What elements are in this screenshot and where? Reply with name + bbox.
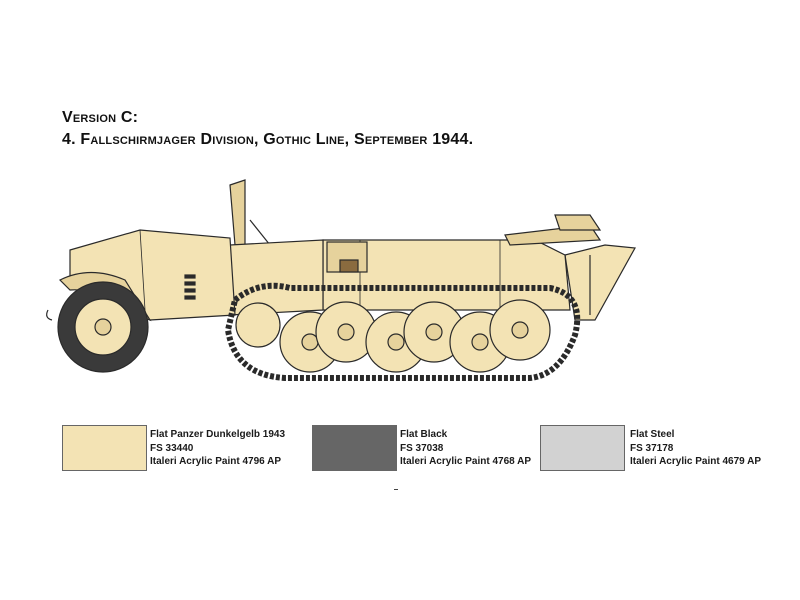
paint-acrylic-code: Italeri Acrylic Paint 4679 AP	[630, 456, 761, 467]
paint-name: Flat Steel	[630, 429, 675, 440]
windshield-frame	[229, 179, 246, 246]
paint-fs-code: FS 37038	[400, 442, 444, 454]
road-wheels	[279, 299, 551, 373]
version-label: Version C:	[62, 109, 139, 126]
unit-description: 4. Fallschirmjager Division, Gothic Line…	[62, 131, 474, 148]
track	[224, 282, 581, 381]
rear-towing-frame	[564, 244, 636, 321]
halftrack-illustration	[46, 179, 636, 381]
drive-sprocket	[235, 302, 281, 348]
paint-acrylic-code: Italeri Acrylic Paint 4768 AP	[400, 456, 531, 467]
color-swatch-flat-black	[312, 425, 397, 471]
tow-hook	[46, 309, 53, 321]
paint-fs-code: FS 37178	[630, 442, 674, 454]
paint-fs-code: FS 33440	[150, 442, 194, 454]
engine-vents	[184, 274, 196, 300]
front-wheel	[57, 281, 149, 373]
paint-acrylic-code: Italeri Acrylic Paint 4796 AP	[150, 456, 281, 467]
paint-name: Flat Panzer Dunkelgelb 1943	[150, 429, 286, 440]
title-block: Version C: 4. Fallschirmjager Division, …	[62, 108, 473, 152]
page-mark	[394, 489, 398, 490]
paint-name: Flat Black	[400, 429, 448, 440]
color-swatch-dunkelgelb	[62, 425, 147, 471]
color-swatch-flat-steel	[540, 425, 625, 471]
crew-cabin	[229, 239, 324, 316]
